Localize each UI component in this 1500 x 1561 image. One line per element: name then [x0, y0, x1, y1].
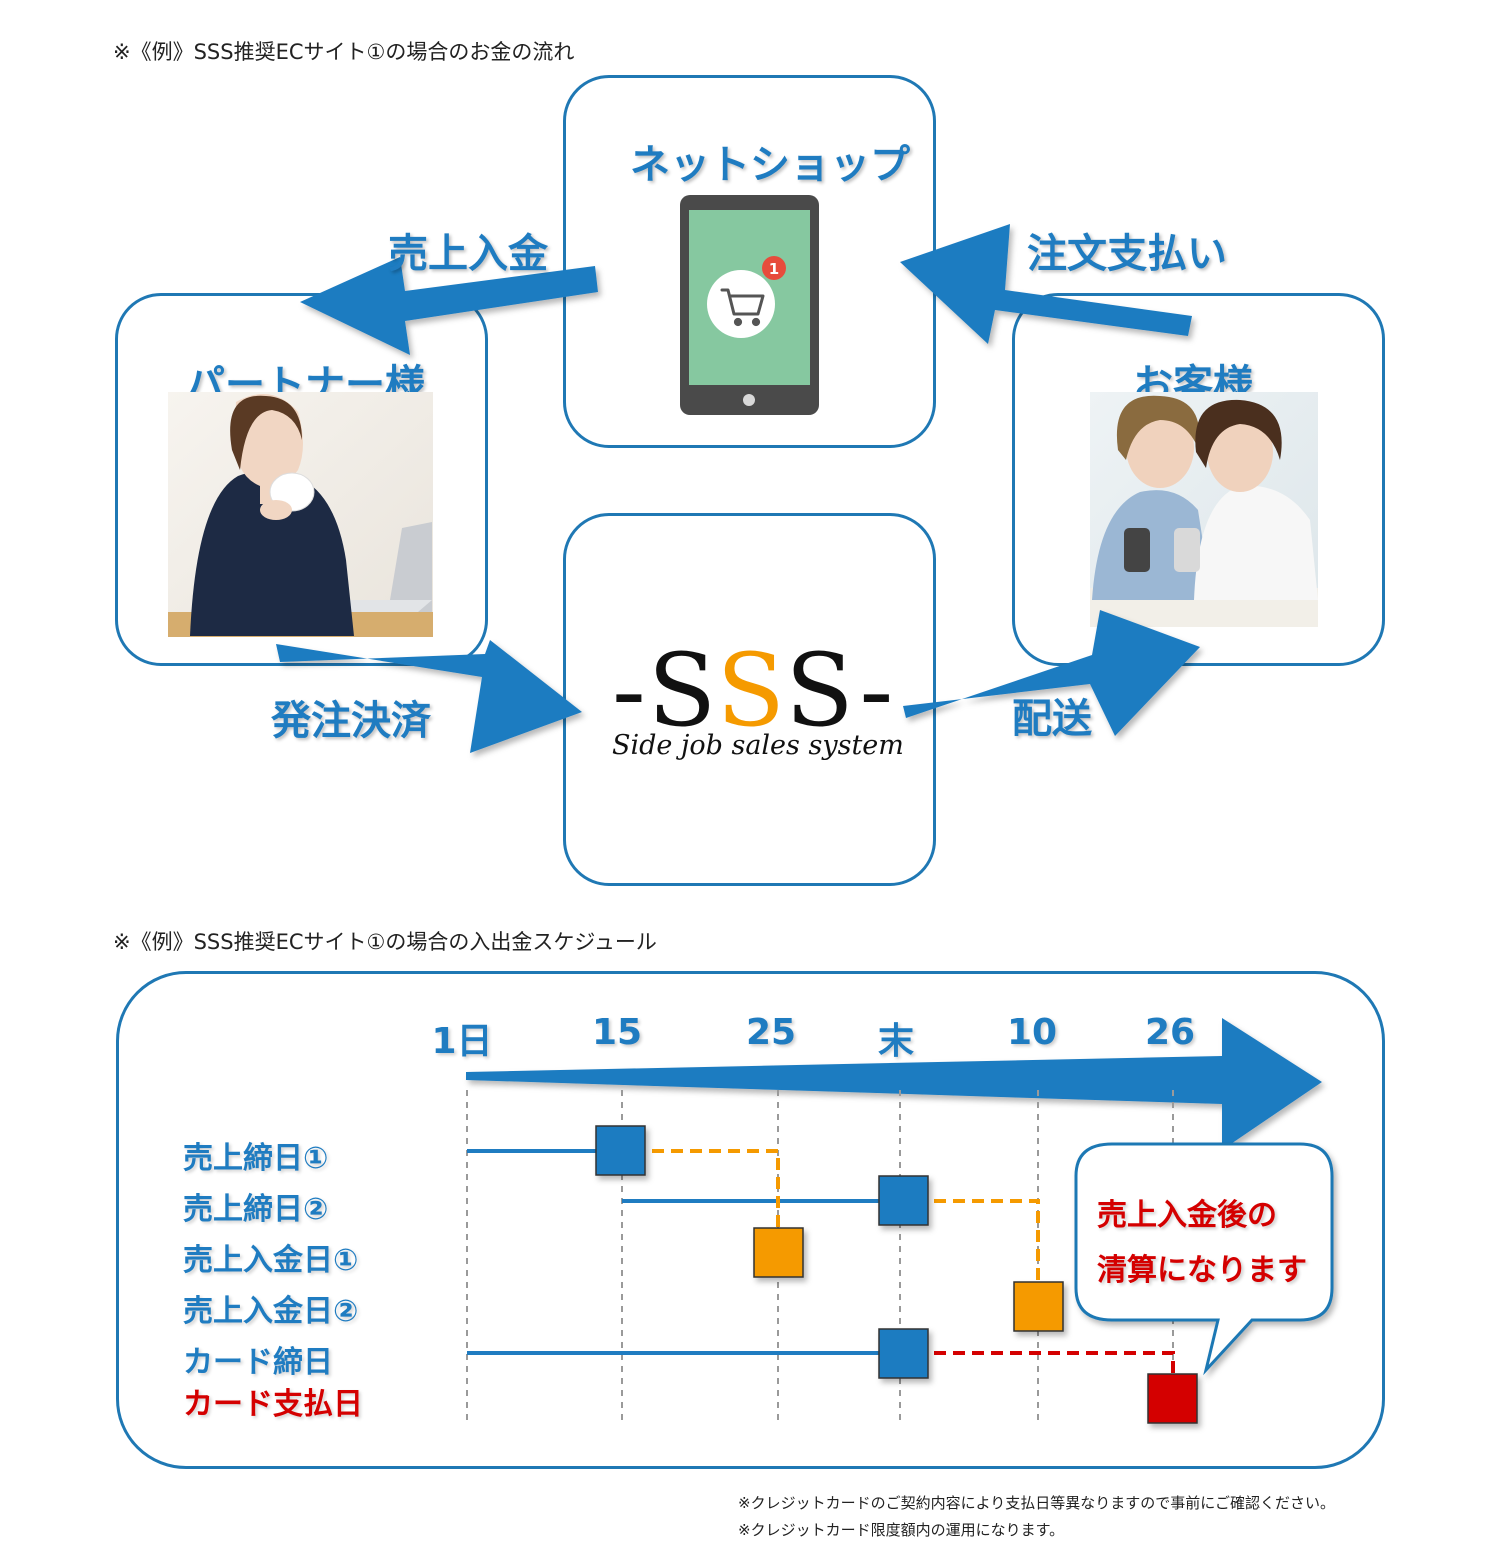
flow-caption: ※《例》SSS推奨ECサイト①の場合のお金の流れ [113, 40, 575, 64]
footnote-2: ※クレジットカード限度額内の運用になります。 [738, 1521, 1065, 1539]
tick-10: 10 [1006, 1012, 1058, 1053]
tick-26: 26 [1144, 1012, 1196, 1053]
row-label-deposit-2: 売上入金日② [183, 1294, 359, 1329]
tick-end: 末 [877, 1021, 915, 1062]
timeline-arrow [466, 1018, 1322, 1150]
row-label-sales-close-1: 売上締日① [183, 1141, 329, 1176]
sss-logo: -SSS- [612, 632, 895, 749]
arrow-order-settlement [276, 640, 582, 753]
bubble-line-2: 清算になります [1097, 1253, 1307, 1288]
logo-dash-left: - [612, 632, 648, 749]
marker-card-payment [1147, 1373, 1198, 1424]
schedule-caption: ※《例》SSS推奨ECサイト①の場合の入出金スケジュール [113, 930, 657, 954]
logo-s1: S [647, 632, 717, 749]
shopping-cart-icon [720, 288, 765, 327]
logo-dash-right: - [859, 632, 896, 749]
logo-s3: S [785, 632, 860, 749]
sss-tagline: Side job sales system [612, 730, 904, 761]
customer-photo [1090, 392, 1318, 627]
arrow-delivery [903, 610, 1200, 736]
marker-sales-close-1 [595, 1125, 646, 1176]
gridlines [466, 1090, 1174, 1422]
tick-1: 1日 [431, 1021, 493, 1062]
marker-card-close [878, 1328, 929, 1379]
cart-badge [762, 256, 786, 280]
marker-sales-close-2 [878, 1175, 929, 1226]
footnote-1: ※クレジットカードのご契約内容により支払日等異なりますので事前にご確認ください。 [738, 1494, 1335, 1512]
bubble-line-1: 売上入金後の [1097, 1198, 1277, 1233]
row-label-deposit-1: 売上入金日① [183, 1243, 359, 1278]
cart-badge-number: 1 [769, 260, 779, 278]
tick-25: 25 [745, 1012, 797, 1053]
row-label-card-close: カード締日 [183, 1345, 333, 1380]
label-delivery: 配送 [1012, 696, 1092, 742]
flow-graphics: 1 [168, 195, 1318, 753]
period-lines [467, 1149, 880, 1355]
label-order-payment: 注文支払い [1027, 231, 1227, 277]
connector-deposit-1 [652, 1149, 780, 1228]
row-label-sales-close-2: 売上締日② [183, 1192, 329, 1227]
partner-photo [168, 392, 433, 637]
row-label-card-payment: カード支払日 [183, 1387, 363, 1422]
tick-15: 15 [591, 1012, 643, 1053]
tablet-icon: 1 [680, 195, 819, 415]
connector-deposit-2 [934, 1199, 1040, 1282]
label-order-settlement: 発注決済 [271, 698, 431, 744]
label-sales-deposit: 売上入金 [388, 231, 548, 277]
netshop-title: ネットショップ [630, 142, 910, 188]
marker-deposit-1 [753, 1227, 804, 1278]
arrow-sales-deposit [300, 257, 598, 355]
logo-s2: S [716, 632, 786, 749]
speech-bubble [1074, 1142, 1334, 1376]
marker-deposit-2 [1013, 1281, 1064, 1332]
arrow-order-payment [900, 224, 1192, 344]
connector-card-payment [934, 1351, 1175, 1376]
